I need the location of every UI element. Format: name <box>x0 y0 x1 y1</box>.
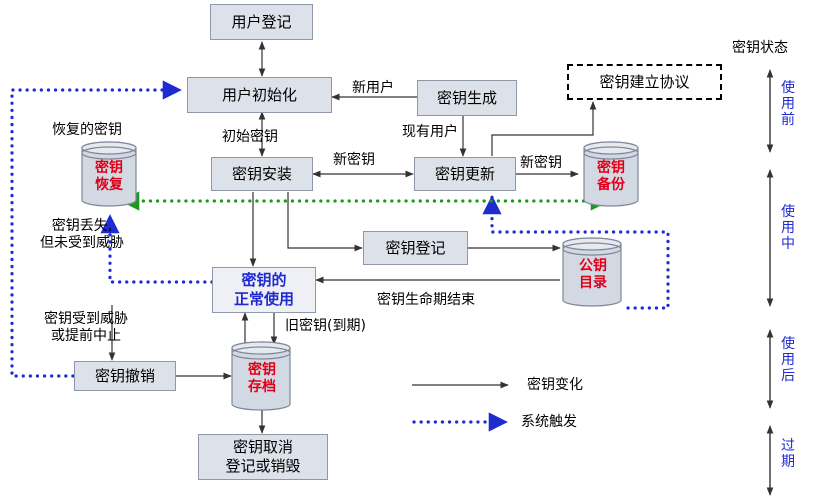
user-register-box: 用户登记 <box>210 4 313 40</box>
archive-line1: 密钥 <box>248 362 276 378</box>
state-during: 使用中 <box>781 204 795 253</box>
backup-line2: 备份 <box>597 176 625 193</box>
label-key-lost-line1: 密钥丢失, <box>51 218 113 234</box>
label-key-lost-line2: 但未受到威胁 <box>40 234 124 251</box>
label-key-lost: 密钥丢失, 但未受到威胁 <box>40 218 124 252</box>
key-install-box: 密钥安装 <box>211 157 313 191</box>
legend-system-trigger: 系统触发 <box>521 414 577 430</box>
pubdir-line2: 目录 <box>579 274 607 291</box>
recover-line2: 恢复 <box>95 176 123 193</box>
key-agreement-box: 密钥建立协议 <box>567 64 722 100</box>
normal-use-line1: 密钥的 <box>241 271 287 290</box>
arrow-update-keyagree <box>491 101 597 156</box>
normal-use-box: 密钥的 正常使用 <box>212 267 316 313</box>
recover-cylinder-text: 密钥 恢复 <box>84 160 134 194</box>
pubdir-cylinder <box>562 237 622 307</box>
trigger-lifecycle-update <box>100 214 214 284</box>
recover-cylinder-rim <box>81 141 137 155</box>
label-new-user: 新用户 <box>352 80 394 96</box>
key-revoke-box: 密钥撤销 <box>74 361 176 391</box>
archive-line2: 存档 <box>248 378 276 395</box>
label-new-key-left: 新密钥 <box>333 152 375 168</box>
recover-cylinder-rim <box>81 146 137 160</box>
archive-cylinder-text: 密钥 存档 <box>237 362 287 396</box>
label-new-key-right: 新密钥 <box>520 155 562 171</box>
label-old-key: 旧密钥(到期) <box>285 318 366 334</box>
normal-use-line2: 正常使用 <box>233 290 294 308</box>
legend-key-change: 密钥变化 <box>527 377 583 393</box>
label-recovered-key: 恢复的密钥 <box>52 122 122 138</box>
backup-cylinder-text: 密钥 备份 <box>586 160 636 194</box>
backup-cylinder <box>583 141 639 207</box>
arrow-install-keyreg <box>287 192 363 252</box>
key-cancel-line2: 登记或销毁 <box>225 457 301 475</box>
archive-cylinder-rim <box>231 346 291 360</box>
key-register-box: 密钥登记 <box>363 231 468 265</box>
key-generate-box: 密钥生成 <box>417 80 517 116</box>
label-key-compromised-line2: 或提前中止 <box>51 327 121 344</box>
pubdir-cylinder-rim <box>562 237 622 251</box>
label-lifecycle-end: 密钥生命期结束 <box>377 292 475 308</box>
label-existing-user: 现有用户 <box>402 124 458 140</box>
archive-cylinder <box>231 341 291 411</box>
state-after: 使用后 <box>781 336 795 385</box>
pubdir-cylinder-text: 公钥 目录 <box>568 258 618 292</box>
pubdir-line1: 公钥 <box>579 258 607 274</box>
label-key-compromised: 密钥受到威胁 或提前中止 <box>44 311 128 345</box>
label-key-compromised-line1: 密钥受到威胁 <box>44 311 128 327</box>
state-expired: 过期 <box>781 438 795 471</box>
pubdir-cylinder-rim <box>562 242 622 256</box>
key-update-box: 密钥更新 <box>414 157 516 191</box>
backup-line1: 密钥 <box>597 160 625 176</box>
archive-cylinder-rim <box>231 341 291 355</box>
key-cancel-box: 密钥取消 登记或销毁 <box>198 434 328 480</box>
user-init-box: 用户初始化 <box>187 77 332 113</box>
label-initial-key: 初始密钥 <box>222 129 278 145</box>
key-cancel-line1: 密钥取消 <box>232 438 293 457</box>
recover-cylinder <box>81 141 137 207</box>
backup-cylinder-rim <box>583 146 639 160</box>
state-title: 密钥状态 <box>732 40 788 56</box>
state-before: 使用前 <box>781 80 795 129</box>
recover-line1: 密钥 <box>95 160 123 176</box>
backup-cylinder-rim <box>583 141 639 155</box>
